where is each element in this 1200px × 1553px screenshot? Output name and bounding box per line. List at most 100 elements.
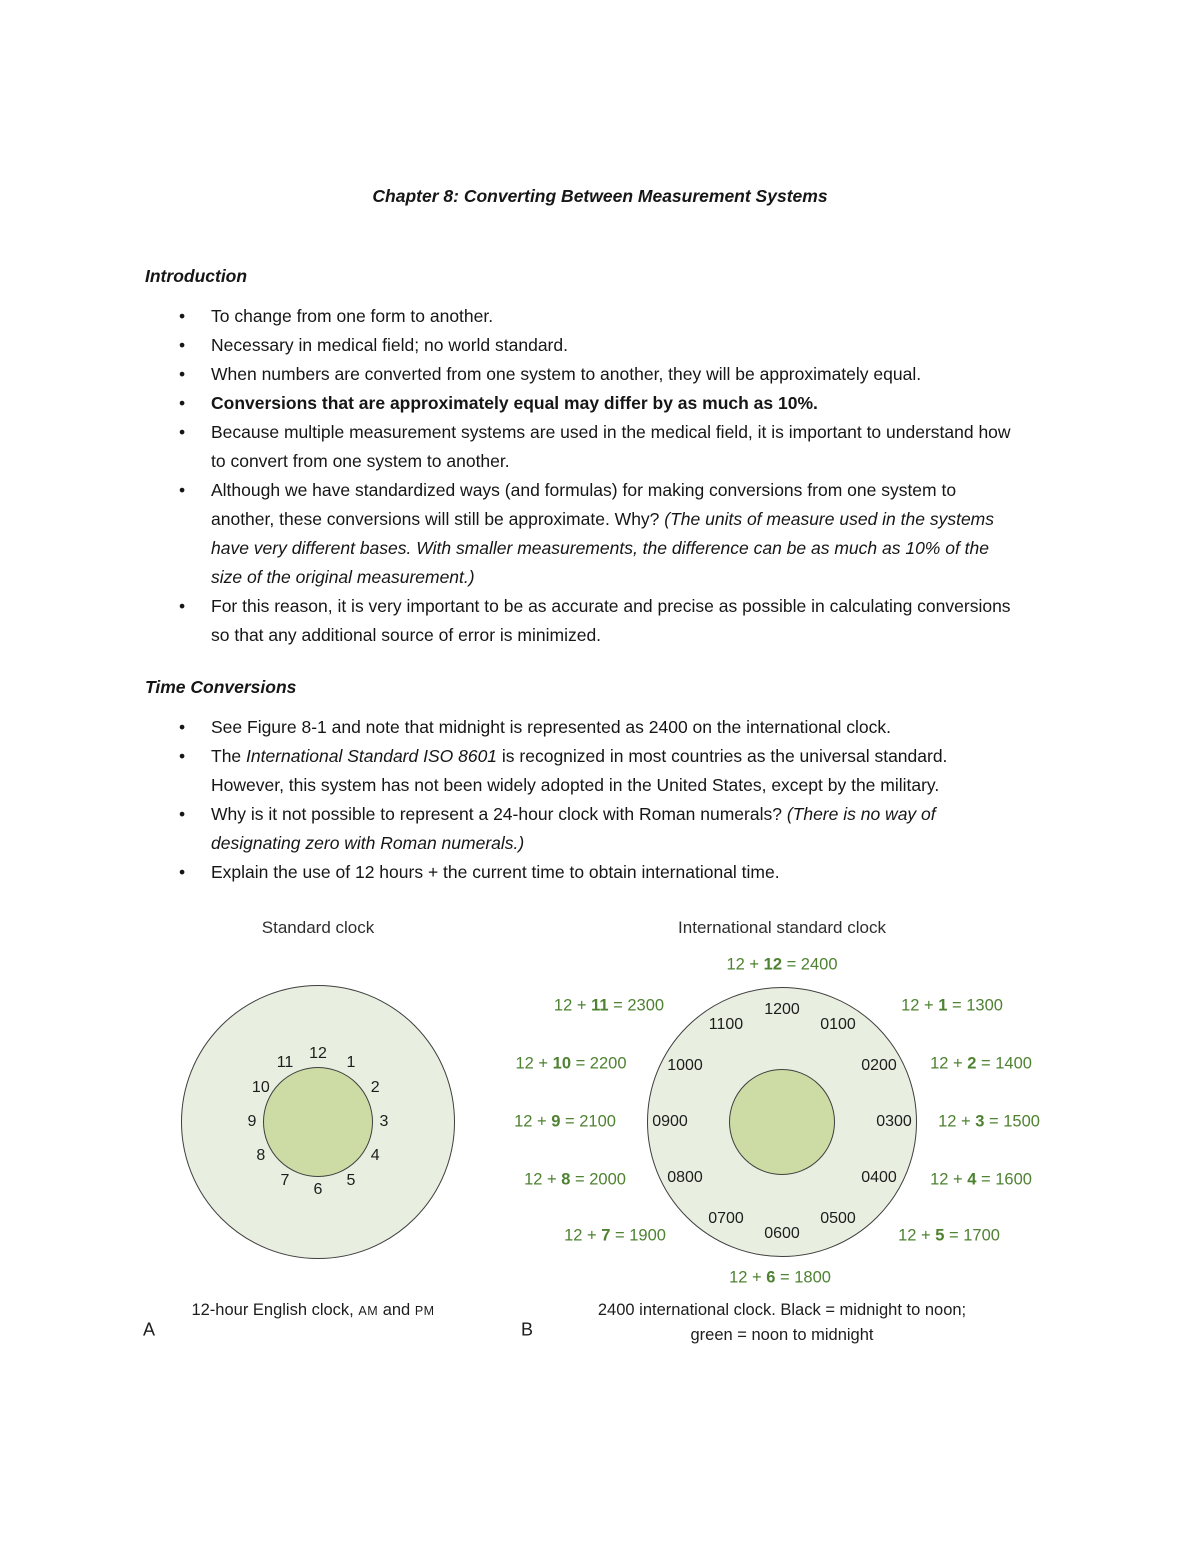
standard-clock-number-3: 3 [379, 1113, 389, 1130]
conversion-equation-3: 12 + 3 = 1500 [938, 1113, 1040, 1132]
equation-text: = 2400 [782, 955, 838, 974]
document-body: Introduction To change from one form to a… [145, 266, 1055, 887]
international-clock-caption: 2400 international clock. Black = midnig… [598, 1298, 966, 1348]
international-clock-center [729, 1069, 835, 1175]
caption-line-2: green = noon to midnight [690, 1326, 874, 1344]
equation-text: = 2200 [571, 1054, 627, 1073]
equation-text: 11 [591, 996, 609, 1015]
equation-text: 12 + [515, 1054, 553, 1073]
equation-text: 12 + [729, 1268, 767, 1287]
conversion-equation-4: 12 + 4 = 1600 [930, 1171, 1032, 1190]
text-run: (The units of measure used in the system… [211, 509, 995, 587]
equation-text: 12 + [898, 1226, 936, 1245]
equation-text: 12 [763, 955, 783, 974]
bullet-list: To change from one form to another. Neces… [145, 302, 1055, 650]
text-run: Why is it not possible to represent a 24… [211, 804, 787, 824]
caption-text: and [378, 1301, 415, 1319]
standard-clock-number-4: 4 [370, 1147, 380, 1164]
page-title: Chapter 8: Converting Between Measuremen… [372, 186, 828, 206]
standard-clock-number-8: 8 [256, 1147, 266, 1164]
equation-text: = 1900 [610, 1226, 666, 1245]
equation-text: 12 + [553, 996, 592, 1015]
equation-text: = 1700 [944, 1226, 1000, 1245]
conversion-equation-12: 12 + 12 = 2400 [726, 956, 837, 975]
equation-text: 12 + [938, 1112, 976, 1131]
equation-text: 12 + [901, 996, 939, 1015]
equation-text: = 1500 [984, 1112, 1040, 1131]
bullet-item: For this reason, it is very important to… [145, 592, 1055, 650]
equation-text: 5 [935, 1226, 945, 1245]
standard-clock-number-10: 10 [251, 1079, 270, 1096]
text-run: is recognized in most countries as the u… [211, 746, 948, 795]
standard-clock-center [263, 1067, 373, 1177]
text-run: Necessary in medical field; no world sta… [211, 335, 568, 355]
standard-clock-number-5: 5 [346, 1171, 356, 1189]
equation-text: = 2000 [570, 1170, 626, 1189]
standard-clock-number-1: 1 [346, 1054, 356, 1072]
bullet-item: Explain the use of 12 hours + the curren… [145, 858, 1055, 887]
figure-label-a: A [142, 1319, 156, 1340]
bullet-list: See Figure 8-1 and note that midnight is… [145, 713, 1055, 887]
equation-text: 10 [552, 1054, 572, 1073]
text-run: Explain the use of 12 hours + the curren… [211, 862, 780, 882]
international-clock-hour-0300: 0300 [876, 1113, 912, 1130]
bullet-item: Although we have standardized ways (and … [145, 476, 1055, 592]
text-run: (There is no way of designating zero wit… [211, 804, 936, 853]
conversion-equation-10: 12 + 10 = 2200 [515, 1055, 626, 1074]
equation-text: 2 [967, 1054, 977, 1073]
international-clock-hour-1200: 1200 [764, 1001, 800, 1018]
standard-clock-number-2: 2 [370, 1079, 380, 1096]
international-clock-hour-0200: 0200 [861, 1057, 897, 1074]
standard-clock-caption: 12-hour English clock, AM and PM [191, 1298, 434, 1324]
standard-clock-number-7: 7 [280, 1171, 290, 1189]
standard-clock-number-12: 12 [309, 1045, 327, 1062]
equation-text: 8 [561, 1170, 571, 1189]
bullet-item: Why is it not possible to represent a 24… [145, 800, 1055, 858]
equation-text: = 2100 [560, 1112, 616, 1131]
equation-text: = 1300 [947, 996, 1003, 1015]
bullet-item: Necessary in medical field; no world sta… [145, 331, 1055, 360]
equation-text: 6 [766, 1268, 776, 1287]
standard-clock-number-9: 9 [247, 1113, 257, 1130]
equation-text: 1 [938, 996, 948, 1015]
text-run: The [211, 746, 247, 766]
section-heading-introduction: Introduction [145, 266, 248, 286]
conversion-equation-11: 12 + 11 = 2300 [554, 997, 664, 1016]
equation-text: 12 + [524, 1170, 562, 1189]
bullet-item: The International Standard ISO 8601 is r… [145, 742, 1055, 800]
standard-clock-title: Standard clock [261, 918, 375, 937]
bullet-item: Because multiple measurement systems are… [145, 418, 1055, 476]
sections: Introduction To change from one form to a… [145, 266, 1055, 887]
equation-text: 12 + [930, 1170, 968, 1189]
conversion-equation-8: 12 + 8 = 2000 [524, 1171, 626, 1190]
equation-text: = 2300 [608, 996, 665, 1015]
international-clock-hour-0600: 0600 [764, 1225, 800, 1242]
caption-am-text: AM [358, 1304, 379, 1318]
bullet-item: See Figure 8-1 and note that midnight is… [145, 713, 1055, 742]
international-clock-hour-1100: 1100 [708, 1016, 744, 1033]
figure-label-b: B [520, 1319, 534, 1340]
standard-clock-number-11: 11 [276, 1054, 294, 1072]
equation-text: 12 + [930, 1054, 968, 1073]
caption-text: 12-hour English clock, [191, 1301, 359, 1319]
international-clock-hour-0700: 0700 [708, 1209, 744, 1227]
conversion-equation-7: 12 + 7 = 1900 [564, 1227, 666, 1246]
international-clock-hour-0800: 0800 [667, 1169, 703, 1186]
international-clock-hour-0400: 0400 [861, 1169, 897, 1186]
caption-pm-text: PM [414, 1304, 435, 1318]
text-run: To change from one form to another. [211, 306, 494, 326]
conversion-equation-1: 12 + 1 = 1300 [901, 997, 1003, 1016]
equation-text: 4 [967, 1170, 977, 1189]
bullet-item: Conversions that are approximately equal… [145, 389, 1055, 418]
conversion-equation-5: 12 + 5 = 1700 [898, 1227, 1000, 1246]
equation-text: 12 + [726, 955, 764, 974]
figure-8-1: Standard clock International standard cl… [0, 912, 1200, 1532]
equation-text: = 1800 [775, 1268, 831, 1287]
international-clock-hour-0500: 0500 [820, 1209, 856, 1227]
bullet-item: To change from one form to another. [145, 302, 1055, 331]
text-run: Because multiple measurement systems are… [211, 422, 1011, 471]
text-run: International Standard ISO 8601 [246, 746, 498, 766]
conversion-equation-2: 12 + 2 = 1400 [930, 1055, 1032, 1074]
conversion-equation-9: 12 + 9 = 2100 [514, 1113, 616, 1132]
